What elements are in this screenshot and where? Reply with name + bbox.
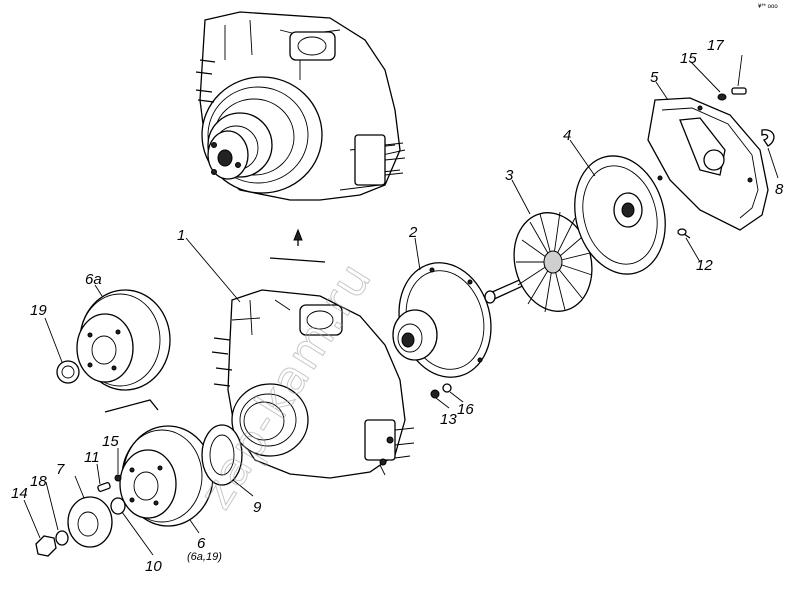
callout-15-right: 15 [680,50,697,67]
callout-18: 18 [30,473,47,490]
callout-4: 4 [563,127,571,144]
gasket-part-9 [201,424,243,486]
cover-plate-part-5 [647,97,769,231]
callout-13: 13 [440,411,457,428]
callout-12: 12 [696,257,713,274]
impeller-part-3 [484,211,595,313]
callout-1: 1 [177,227,185,244]
callout-labels: 1 2 3 4 5 6 (6а,19) 6а 7 8 9 10 11 12 13… [11,37,784,575]
callout-5: 5 [650,69,659,86]
callout-3: 3 [505,167,514,184]
callout-8: 8 [775,181,784,198]
callout-10: 10 [145,558,162,575]
callout-14: 14 [11,485,28,502]
fastener-parts-12-15-17-8 [677,87,775,239]
callout-7: 7 [56,461,65,478]
callout-6a: 6а [85,271,102,288]
bracket-line [104,399,159,413]
pulley-part-6a [76,289,171,391]
seal-part-19 [56,360,80,384]
bearing-housing-part-2 [392,262,492,378]
callout-16: 16 [457,401,474,418]
callout-2: 2 [408,224,418,241]
callout-9: 9 [253,499,262,516]
hub-and-fasteners [35,474,126,557]
leader-lines [23,54,779,556]
corner-code: ¥** ooo [758,4,778,10]
callout-6: 6 [197,535,206,552]
callout-15-left: 15 [102,433,119,450]
callout-17: 17 [707,37,724,54]
disc-part-4 [574,155,666,275]
assembly-arrow [269,228,326,263]
housing-part-1 [211,289,415,479]
pulley-part-6 [119,425,214,527]
callout-11: 11 [84,449,100,466]
nuts-13-16 [430,383,452,399]
callout-6-sub: (6а,19) [187,551,222,563]
callout-19: 19 [30,302,47,319]
assembled-unit-top [195,11,406,201]
